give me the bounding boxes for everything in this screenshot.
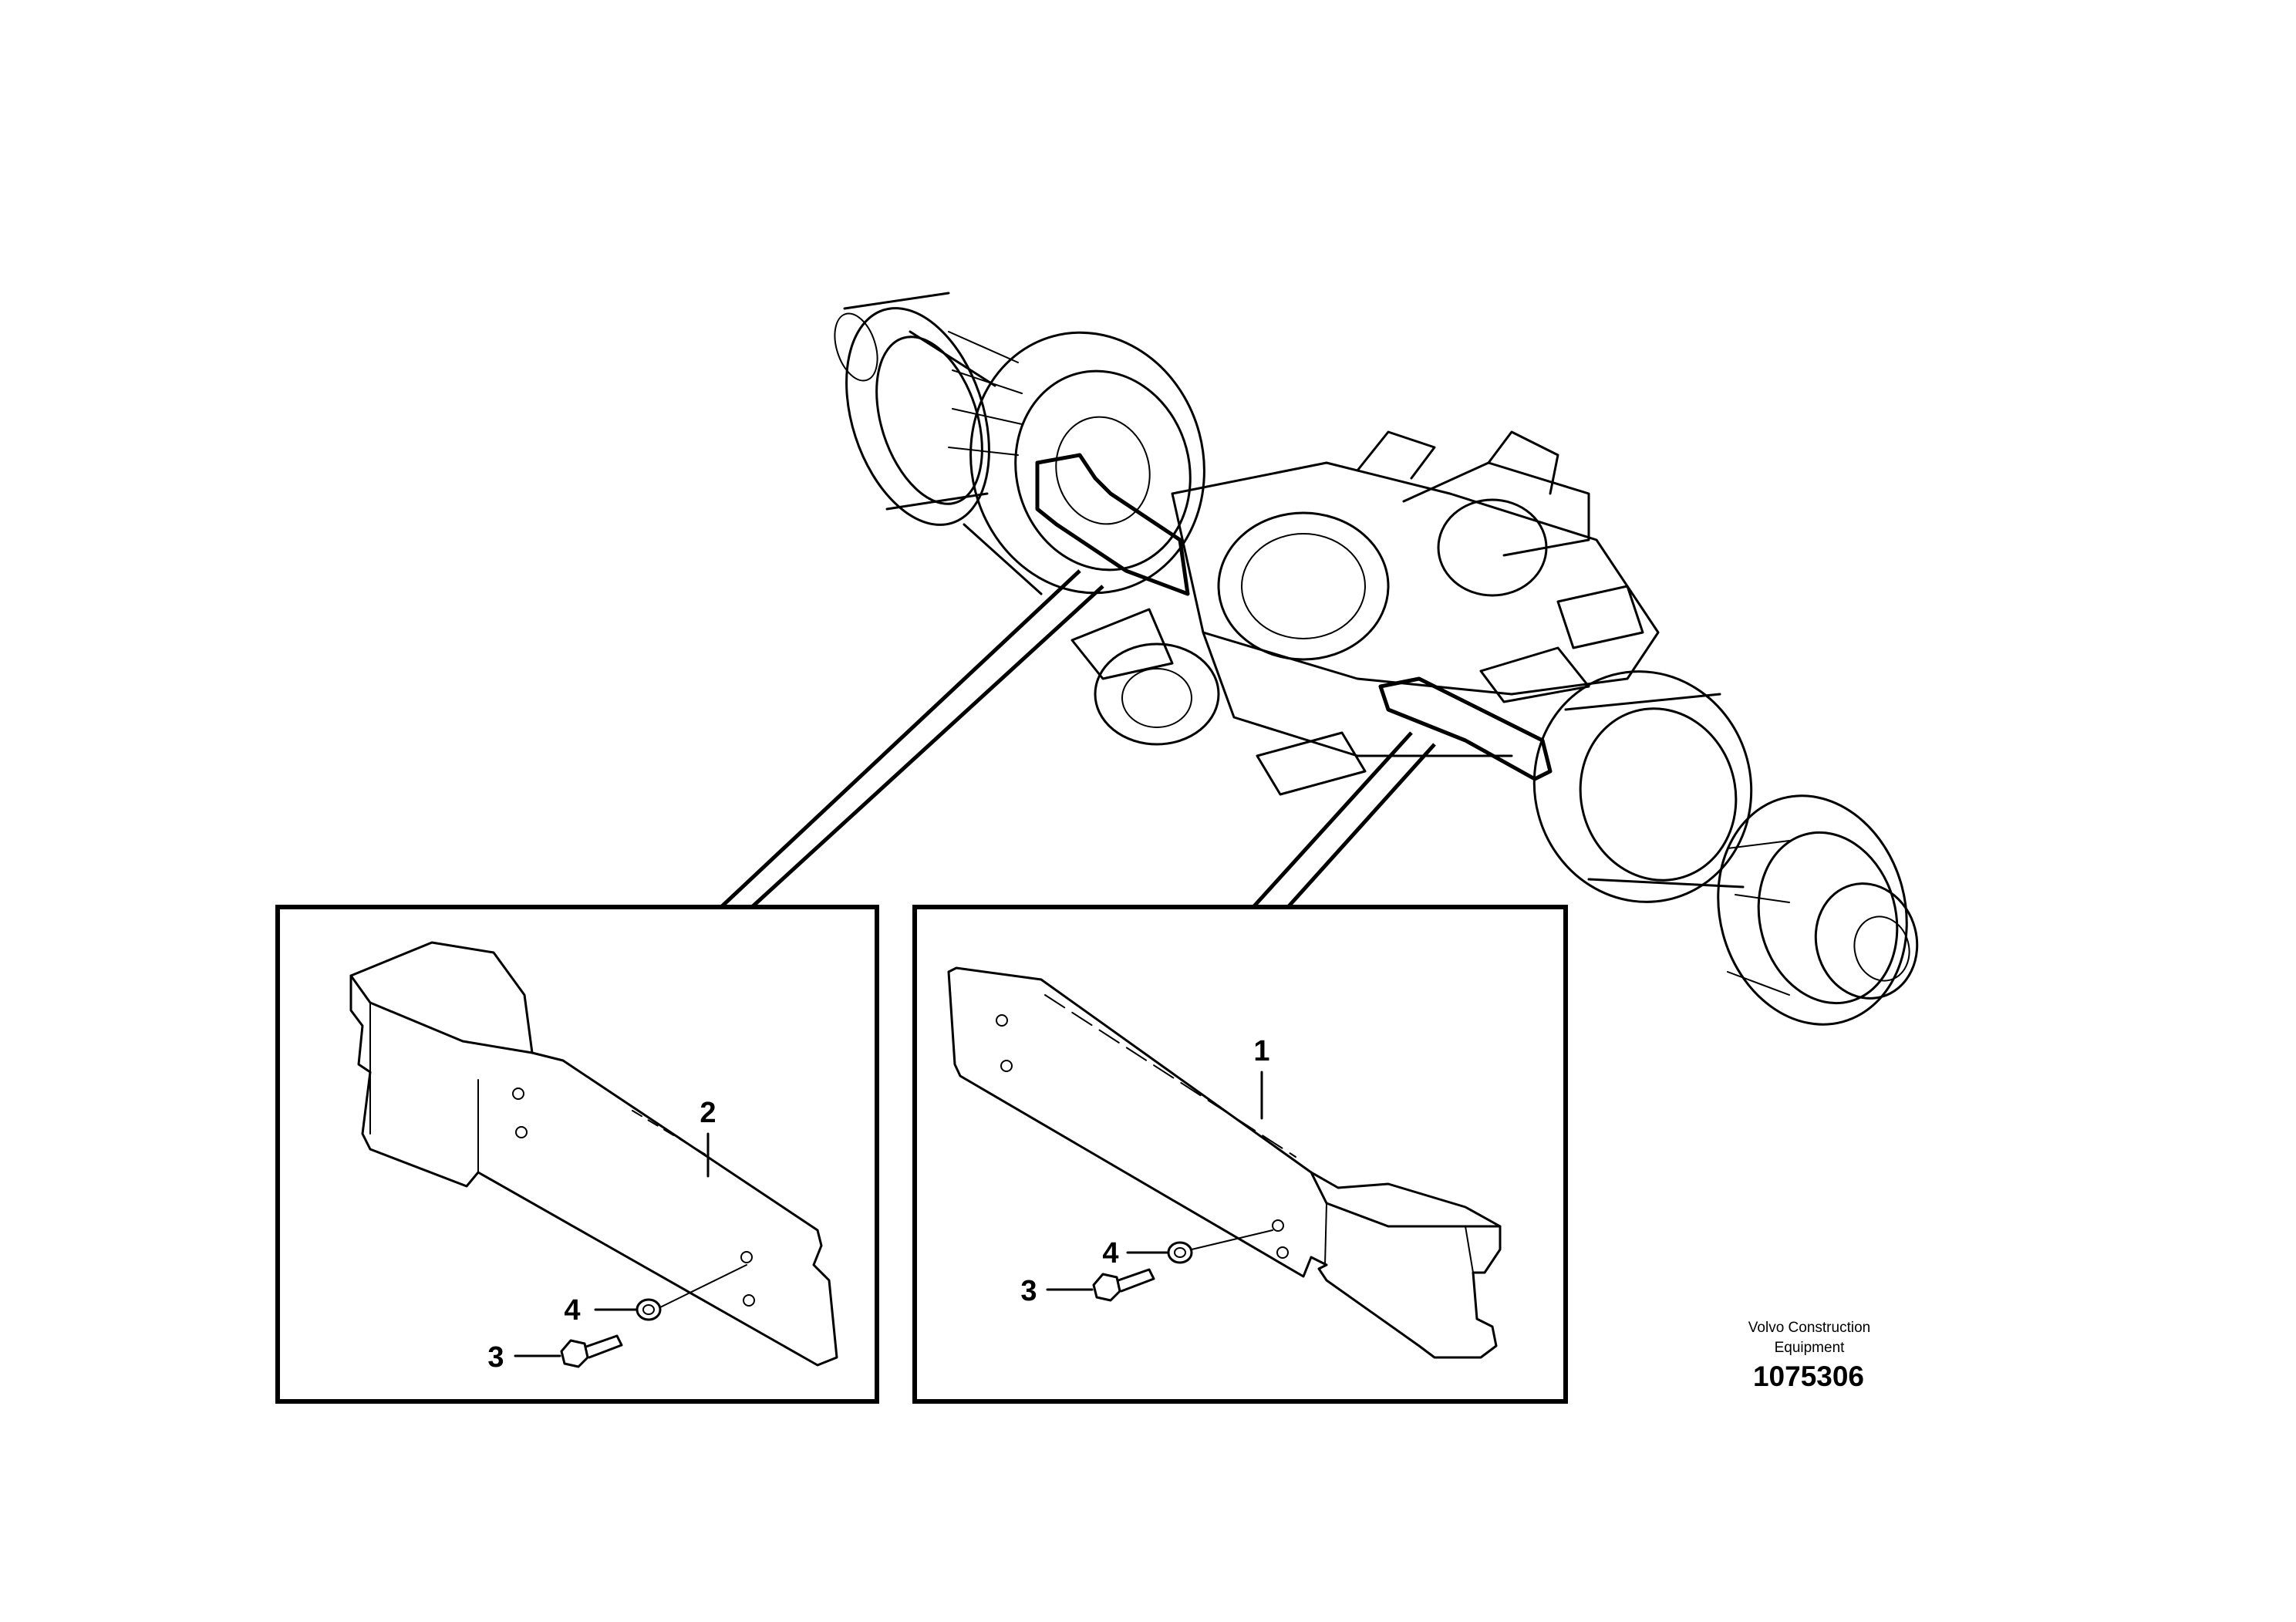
brand-line-2: Equipment [1775,1340,1846,1356]
drawing-number: 1075306 [1753,1361,1864,1392]
bolt-right [1092,1268,1155,1302]
mounting-brackets [1070,461,1644,796]
leader-lines [720,569,1436,909]
right-hub-drum [1532,670,1753,903]
axle-assembly [834,292,1919,1026]
bracket-part-1 [947,966,1502,1359]
left-hub-drum [909,330,1205,595]
left-wheel-hub [834,292,1023,526]
detail-box-left: 2 4 3 [275,905,879,1404]
right-wheel-hub [1717,794,1919,1026]
callout-part-2: 2 [700,1097,716,1129]
callout-washer-left: 4 [564,1294,580,1327]
guard-location-right [1378,676,1553,781]
axle-housing [1171,430,1660,757]
callout-bolt-left: 3 [487,1341,504,1374]
callout-bolt-right: 3 [1020,1275,1037,1307]
callout-washer-right: 4 [1102,1237,1118,1270]
bracket-part-2 [349,941,838,1367]
guard-location-left [1035,453,1190,596]
manufacturer-label: Volvo Construction Equipment 1075306 [1748,1320,1870,1392]
callout-part-1: 1 [1253,1035,1269,1067]
bolt-left [560,1334,623,1368]
detail-box-right: 1 4 3 [912,905,1568,1404]
brand-line-1: Volvo Construction [1748,1320,1870,1336]
